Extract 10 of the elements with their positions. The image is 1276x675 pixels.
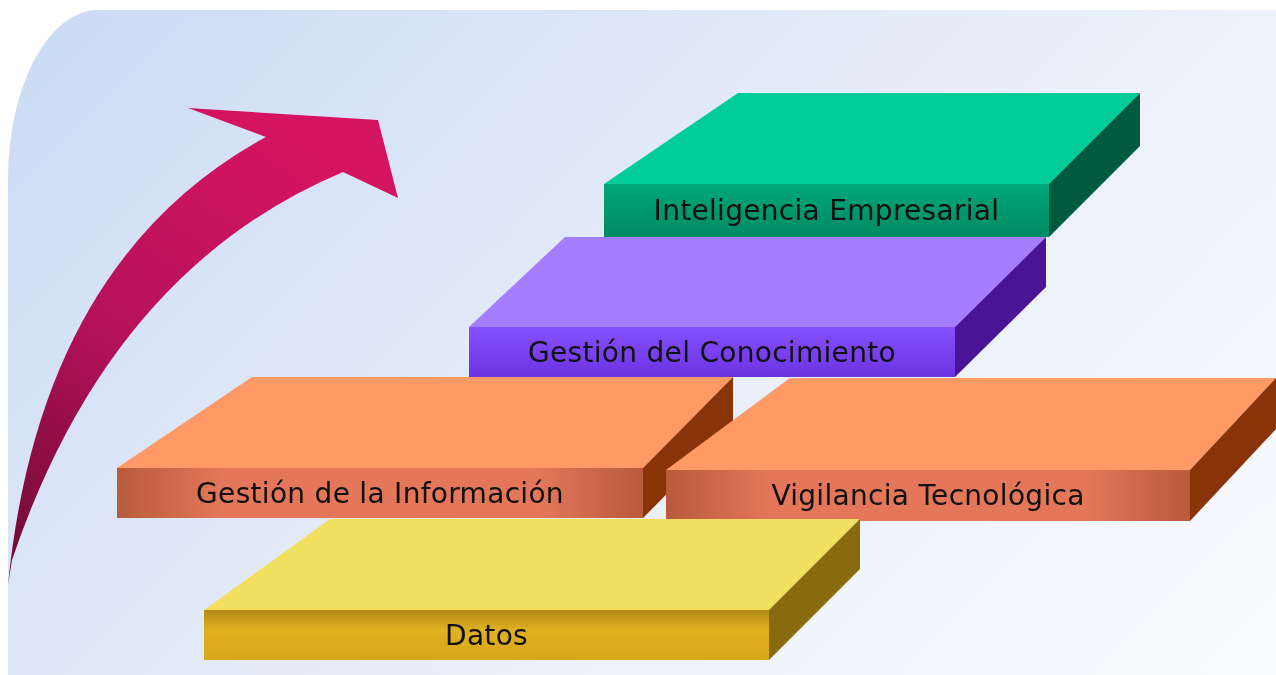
slab-drawing	[117, 377, 733, 518]
slab-label: Datos	[445, 618, 528, 652]
slab-label: Vigilancia Tecnológica	[771, 479, 1085, 512]
slab-drawing	[469, 237, 1046, 377]
slab-label: Gestión de la Información	[196, 476, 564, 510]
slab-label: Inteligencia Empresarial	[653, 194, 1000, 227]
slab-drawing	[604, 93, 1140, 237]
slab-drawing	[666, 378, 1276, 521]
slab-drawing	[204, 519, 860, 660]
slab-label: Gestión del Conocimiento	[528, 335, 896, 369]
